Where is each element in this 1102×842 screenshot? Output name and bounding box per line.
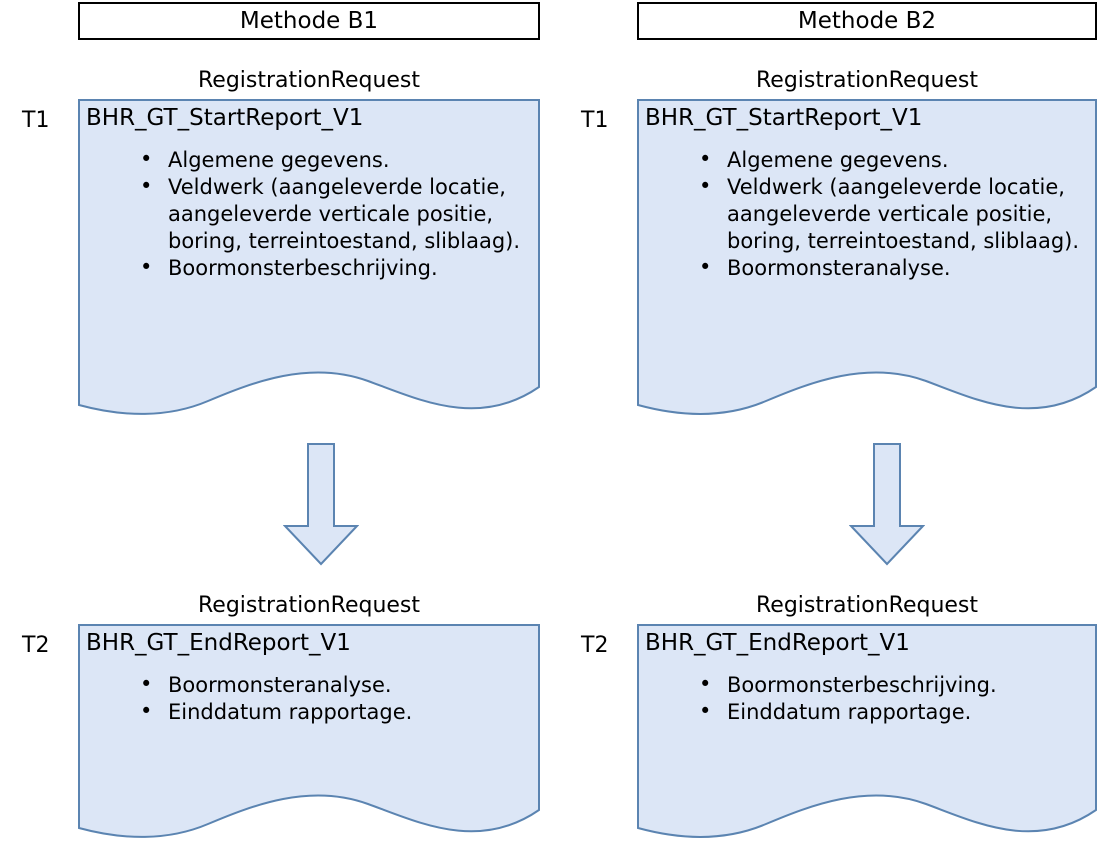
- method-header-b2: Methode B2: [637, 2, 1097, 40]
- flow-arrow-b1: [283, 442, 359, 566]
- list-item: Veldwerk (aangeleverde locatie, aangelev…: [699, 173, 1087, 255]
- time-label-b1-t2: T2: [22, 633, 50, 658]
- time-label-b2-t1: T1: [581, 108, 609, 133]
- document-content-b1-t1: BHR_GT_StartReport_V1 Algemene gegevens.…: [78, 99, 540, 282]
- document-content-b2-t1: BHR_GT_StartReport_V1 Algemene gegevens.…: [637, 99, 1097, 282]
- caption-b1-t2: RegistrationRequest: [197, 593, 421, 618]
- down-arrow-icon: [849, 443, 925, 566]
- document-bullet-list-b1-t1: Algemene gegevens. Veldwerk (aangeleverd…: [86, 146, 530, 282]
- list-item: Boormonsterbeschrijving.: [699, 671, 1087, 699]
- caption-b1-t1: RegistrationRequest: [197, 68, 421, 93]
- list-item: Einddatum rapportage.: [140, 698, 530, 726]
- document-b2-t1: BHR_GT_StartReport_V1 Algemene gegevens.…: [637, 99, 1097, 419]
- list-item: Boormonsteranalyse.: [140, 671, 530, 699]
- document-content-b2-t2: BHR_GT_EndReport_V1 Boormonsterbeschrijv…: [637, 624, 1097, 726]
- document-bullet-list-b2-t1: Algemene gegevens. Veldwerk (aangeleverd…: [645, 146, 1087, 282]
- list-item: Algemene gegevens.: [140, 146, 530, 174]
- time-label-b2-t2: T2: [581, 633, 609, 658]
- document-title-b2-t1: BHR_GT_StartReport_V1: [645, 105, 923, 131]
- method-header-b1: Methode B1: [78, 2, 540, 40]
- list-item: Veldwerk (aangeleverde locatie, aangelev…: [140, 173, 530, 255]
- document-title-b2-t2: BHR_GT_EndReport_V1: [645, 630, 910, 656]
- document-bullet-list-b1-t2: Boormonsteranalyse. Einddatum rapportage…: [86, 671, 530, 726]
- document-content-b1-t2: BHR_GT_EndReport_V1 Boormonsteranalyse. …: [78, 624, 540, 726]
- list-item: Boormonsteranalyse.: [699, 254, 1087, 282]
- flow-arrow-b2: [849, 442, 925, 566]
- document-b1-t2: BHR_GT_EndReport_V1 Boormonsteranalyse. …: [78, 624, 540, 842]
- caption-b2-t2: RegistrationRequest: [755, 593, 979, 618]
- caption-b2-t1: RegistrationRequest: [755, 68, 979, 93]
- list-item: Boormonsterbeschrijving.: [140, 254, 530, 282]
- document-b1-t1: BHR_GT_StartReport_V1 Algemene gegevens.…: [78, 99, 540, 419]
- document-bullet-list-b2-t2: Boormonsterbeschrijving. Einddatum rappo…: [645, 671, 1087, 726]
- document-title-b1-t1: BHR_GT_StartReport_V1: [86, 105, 364, 131]
- down-arrow-icon: [283, 443, 359, 566]
- document-title-b1-t2: BHR_GT_EndReport_V1: [86, 630, 351, 656]
- document-b2-t2: BHR_GT_EndReport_V1 Boormonsterbeschrijv…: [637, 624, 1097, 842]
- time-label-b1-t1: T1: [22, 108, 50, 133]
- list-item: Algemene gegevens.: [699, 146, 1087, 174]
- list-item: Einddatum rapportage.: [699, 698, 1087, 726]
